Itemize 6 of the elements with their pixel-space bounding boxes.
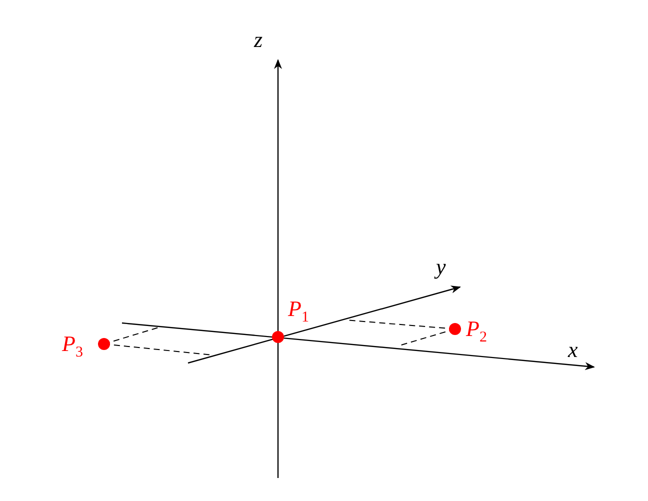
axis-label: x: [568, 338, 578, 362]
axis-label: y: [436, 255, 446, 279]
point-label: P$_{2}$: [466, 317, 487, 348]
axis-label: z: [254, 28, 263, 52]
point-label: P$_{1}$: [288, 297, 309, 328]
point-label: P$_{3}$: [62, 332, 83, 362]
